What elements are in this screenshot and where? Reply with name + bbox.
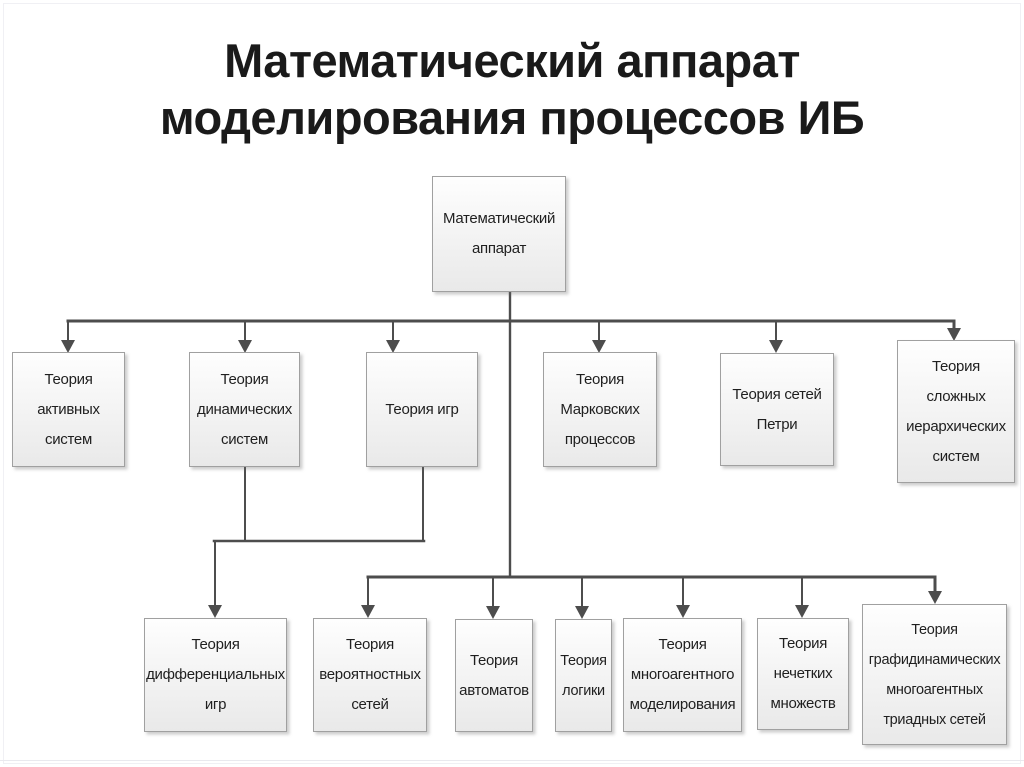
arrowhead-automata bbox=[486, 606, 500, 619]
node-multi-agent-modeling: Теория многоагентного моделирования bbox=[623, 618, 742, 732]
arrowhead-fuzzy bbox=[795, 605, 809, 618]
node-game-theory: Теория игр bbox=[366, 352, 478, 467]
node-active-systems: Теория активных систем bbox=[12, 352, 125, 467]
node-differential-games: Теория дифференциальных игр bbox=[144, 618, 287, 732]
arrowhead-logic bbox=[575, 606, 589, 619]
arrowhead-differential bbox=[208, 605, 222, 618]
arrowhead-petri bbox=[769, 340, 783, 353]
node-automata-theory: Теория автоматов bbox=[455, 619, 533, 732]
arrowhead-graphodynamic bbox=[928, 591, 942, 604]
connector-level2-bus bbox=[366, 575, 937, 595]
node-petri-nets: Теория сетей Петри bbox=[720, 353, 834, 466]
arrowhead-multiagent bbox=[676, 605, 690, 618]
bottom-divider bbox=[0, 760, 1024, 761]
node-graphodynamic-networks: Теория графидинамических многоагентных т… bbox=[862, 604, 1007, 745]
arrowhead-probabilistic bbox=[361, 605, 375, 618]
node-logic-theory: Теория логики bbox=[555, 619, 612, 732]
page-title: Математический аппарат моделирования про… bbox=[159, 34, 865, 144]
connector-level1-bus bbox=[66, 319, 956, 331]
node-fuzzy-sets: Теория нечетких множеств bbox=[757, 618, 849, 730]
node-markov-processes: Теория Марковских процессов bbox=[543, 352, 657, 467]
node-mathematical-apparatus: Математический аппарат bbox=[432, 176, 566, 292]
node-complex-hierarchical-systems: Теория сложных иерархических систем bbox=[897, 340, 1015, 483]
node-dynamic-systems: Теория динамических систем bbox=[189, 352, 300, 467]
node-probabilistic-networks: Теория вероятностных сетей bbox=[313, 618, 427, 732]
